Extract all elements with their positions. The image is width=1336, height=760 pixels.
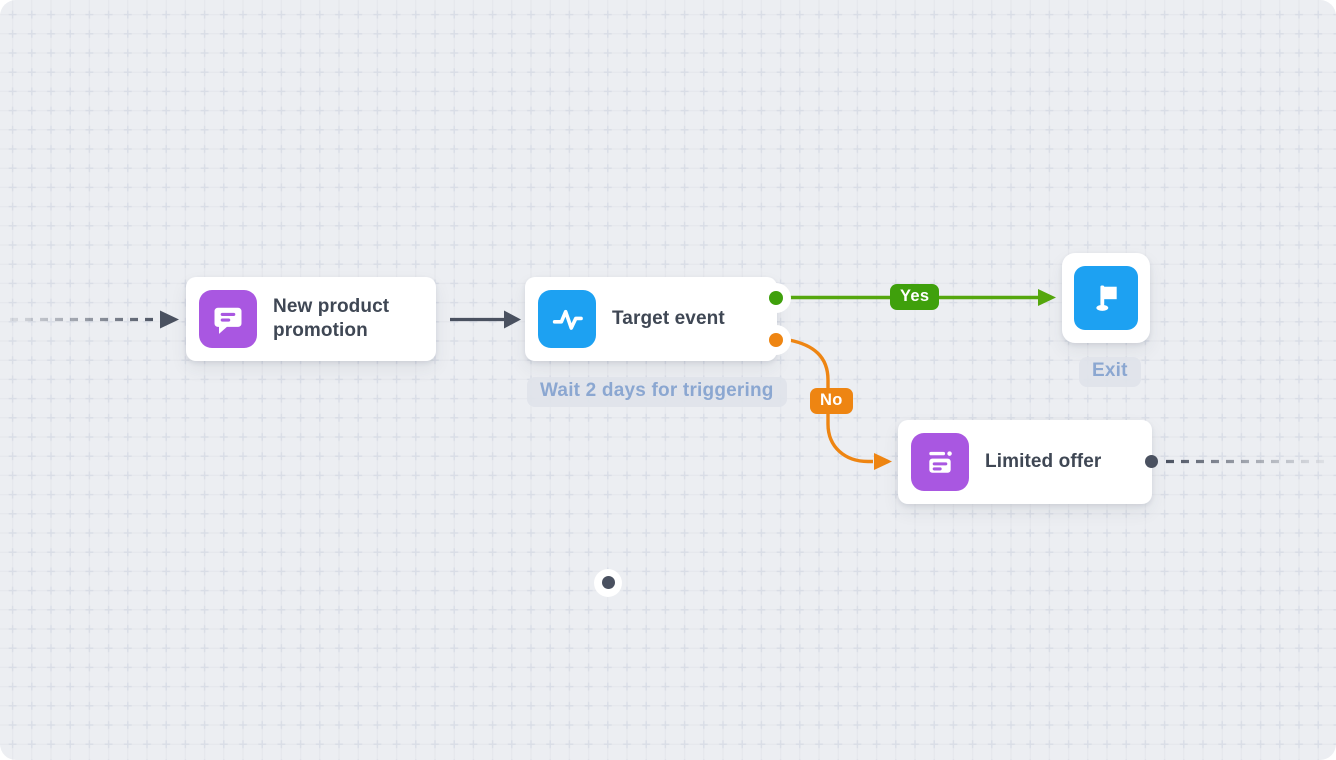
wait-note-label: Wait 2 days for triggering <box>527 377 787 407</box>
output-port[interactable] <box>601 576 615 589</box>
no-branch-badge[interactable]: No <box>810 388 853 414</box>
node-limited-offer[interactable]: Limited offer <box>898 420 1158 504</box>
edge-yes-arrowhead <box>1038 289 1056 306</box>
edge-no-arrowhead <box>874 453 892 470</box>
node-title: Limited offer <box>985 451 1102 473</box>
no-output-port[interactable] <box>769 332 783 347</box>
exit-label: Exit <box>1079 357 1141 387</box>
node-title: New product promotion <box>273 296 390 341</box>
yes-branch-badge[interactable]: Yes <box>890 284 940 310</box>
pulse-icon <box>538 290 596 348</box>
output-port[interactable] <box>1144 455 1158 468</box>
node-new-product-promotion[interactable]: New product promotion <box>186 277 622 597</box>
node-target-event[interactable]: Target event <box>525 277 791 361</box>
entry-arrowhead <box>160 310 179 329</box>
offer-banner-icon <box>911 433 969 491</box>
edge-no-branch[interactable] <box>788 338 873 464</box>
flag-icon <box>1074 266 1138 330</box>
chat-bubble-icon <box>199 290 257 348</box>
node-exit[interactable] <box>1062 253 1150 343</box>
yes-output-port[interactable] <box>769 290 783 305</box>
node-title: Target event <box>612 308 725 330</box>
edge-promotion-arrowhead <box>504 310 521 329</box>
